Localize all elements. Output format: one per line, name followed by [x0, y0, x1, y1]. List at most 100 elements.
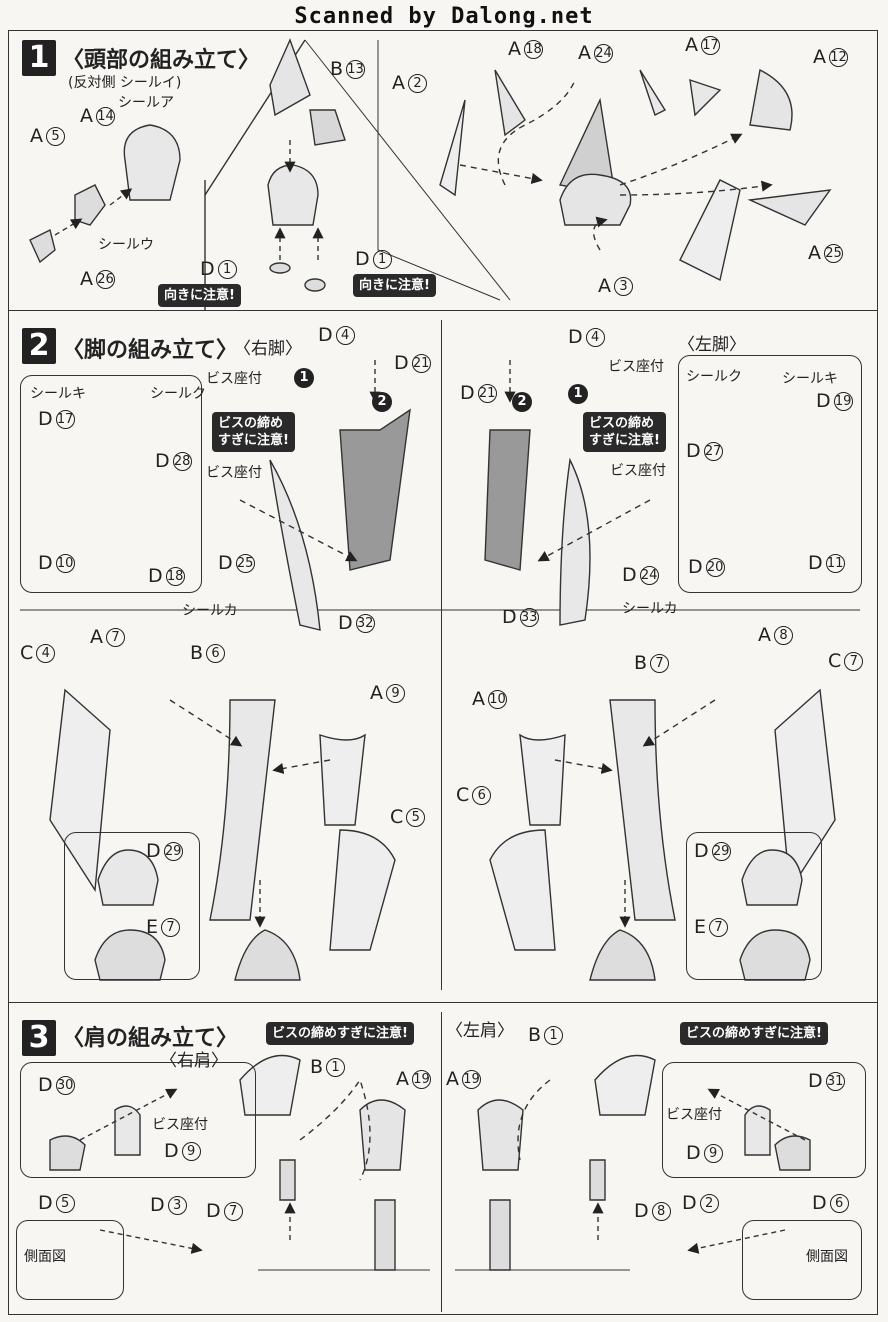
step1-note: (反対側 シールイ)	[68, 72, 181, 92]
side-view-label-left: 側面図	[806, 1249, 848, 1265]
screw-seat-label-l1: ビス座付	[608, 359, 664, 375]
step2-title: 〈脚の組み立て〉	[62, 338, 239, 363]
seal-ku-left: シールク	[686, 369, 742, 385]
note-seal: イ	[161, 75, 176, 91]
step3-number: 3	[22, 1020, 56, 1056]
left-leg-detail-box	[678, 355, 862, 593]
divider-shoulders	[441, 1012, 442, 1312]
step-marker-1-right: 1	[294, 366, 314, 388]
seal-ka-left: シールカ	[622, 601, 678, 617]
step-marker-1-left: 1	[568, 382, 588, 404]
step1-title: 〈頭部の組み立て〉	[62, 48, 261, 73]
step3-title: 〈肩の組み立て〉	[62, 1026, 239, 1051]
divider-legs	[441, 320, 442, 990]
side-view-label-right: 側面図	[24, 1249, 66, 1265]
seal-ki-right: シールキ	[30, 386, 86, 402]
side-view-box-right	[16, 1220, 124, 1300]
seal-ku-right: シールク	[150, 386, 206, 402]
screw-warning-left: ビスの締め すぎに注意!	[583, 412, 666, 452]
right-leg-detail-box	[20, 375, 202, 593]
page-frame	[8, 30, 878, 1315]
right-leg-label: 〈右脚〉	[234, 339, 302, 359]
screw-seat-shoulder-right: ビス座付	[152, 1117, 208, 1133]
step2-number: 2	[22, 328, 56, 364]
step-marker-2-left: 2	[512, 390, 532, 412]
screw-seat-label-r2: ビス座付	[206, 465, 262, 481]
seal-ka-right: シールカ	[182, 603, 238, 619]
seal-ki-left: シールキ	[782, 371, 838, 387]
screw-seat-label-l2: ビス座付	[610, 463, 666, 479]
left-leg-label: 〈左脚〉	[678, 335, 746, 355]
orientation-warning-left: 向きに注意!	[158, 284, 241, 307]
screw-seat-label-r1: ビス座付	[206, 371, 262, 387]
note-text: (反対側 シール	[68, 75, 162, 91]
screw-warning-shoulder-left: ビスの締めすぎに注意!	[680, 1022, 828, 1045]
left-shoulder-label: 〈左肩〉	[446, 1021, 514, 1041]
left-shoulder-detail-box	[662, 1062, 866, 1178]
divider-step1	[8, 310, 878, 311]
orientation-warning-right: 向きに注意!	[353, 274, 436, 297]
screw-warning-right: ビスの締め すぎに注意!	[212, 412, 295, 452]
note-end: )	[175, 75, 182, 91]
divider-step3	[8, 1002, 878, 1003]
scan-watermark: Scanned by Dalong.net	[294, 4, 594, 29]
screw-seat-shoulder-left: ビス座付	[666, 1107, 722, 1123]
seal-a-label: シールア	[118, 95, 174, 111]
screw-warning-shoulder-right: ビスの締めすぎに注意!	[266, 1022, 414, 1045]
seal-u-label: シールウ	[98, 237, 154, 253]
right-foot-detail-box	[64, 832, 200, 980]
